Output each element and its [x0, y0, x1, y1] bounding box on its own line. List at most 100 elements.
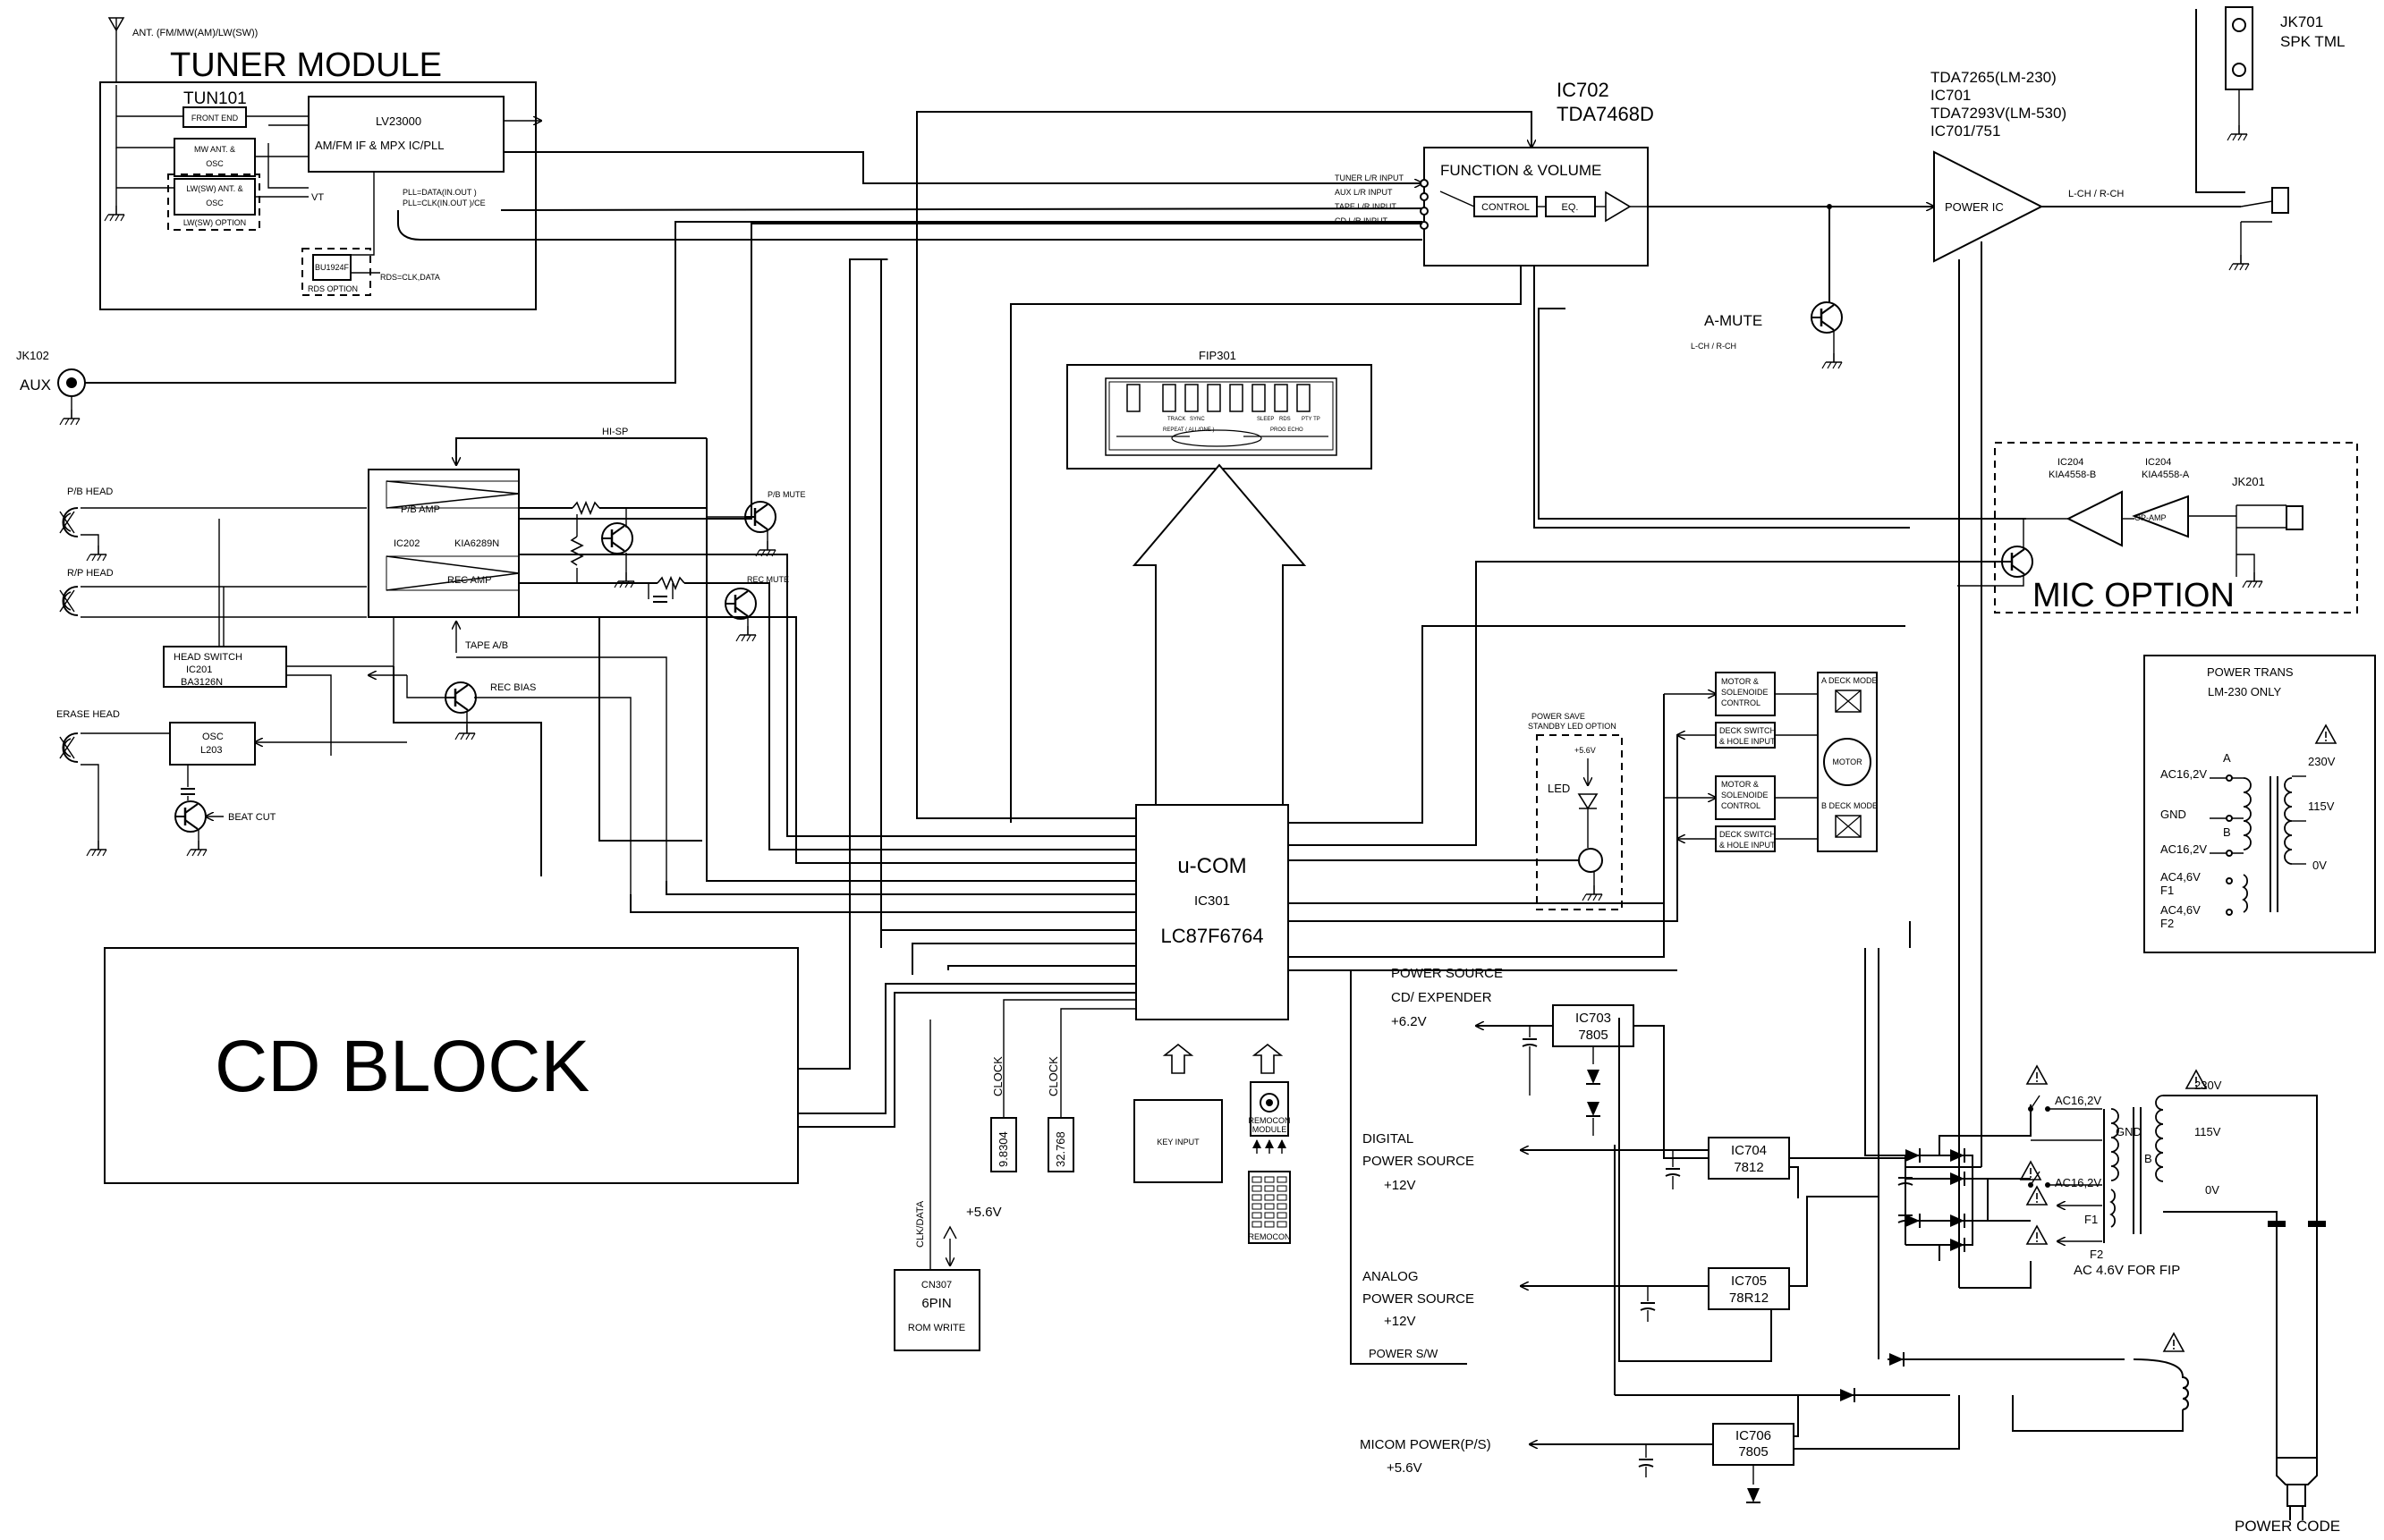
- cd-block-label: CD BLOCK: [215, 1026, 590, 1107]
- fip-display: FIP301 TRACK SYNC SLEEP RDS PTY TP REPEA…: [1066, 349, 1372, 470]
- ps1-sub: CD/ EXPENDER: [1391, 990, 1492, 1005]
- ic201-label: IC201: [186, 664, 212, 675]
- power-trans-title: POWER TRANS: [2207, 665, 2294, 679]
- pwr-115v: 115V: [2194, 1125, 2221, 1138]
- deck-motor2-a: MOTOR &: [1721, 780, 1759, 789]
- fip-seg-sync: SYNC: [1190, 417, 1205, 422]
- cn307-ref: CN307: [921, 1280, 952, 1290]
- fip-seg-sleep: SLEEP: [1257, 417, 1274, 422]
- fip-seg-track: TRACK: [1167, 417, 1185, 422]
- power-code-label: POWER CODE: [2235, 1518, 2340, 1535]
- pb-amp-label: P/B AMP: [401, 504, 440, 515]
- lw-option-label: LW(SW) OPTION: [183, 218, 246, 227]
- tuner-module: ANT. (FM/MW(AM)/LW(SW)) TUNER MODULE TUN…: [99, 17, 541, 310]
- ic703-part: 7805: [1578, 1028, 1608, 1043]
- power-ic: TDA7265(LM-230) IC701 TDA7293V(LM-530) I…: [1930, 69, 2241, 1288]
- power-section: POWER SOURCE CD/ EXPENDER +6.2V IC703 78…: [1350, 948, 2340, 1535]
- power-trans: POWER TRANS LM-230 ONLY A 230V AC16,2V 1…: [2143, 655, 2376, 953]
- kia6289n-label: KIA6289N: [454, 538, 499, 549]
- power-sw-label: POWER S/W: [1369, 1347, 1438, 1360]
- power-ic-ref1: IC701: [1930, 87, 1971, 104]
- mic-ic204b-ref: IC204: [2057, 457, 2083, 468]
- pb-head-label: P/B HEAD: [67, 487, 113, 497]
- antenna-label: ANT. (FM/MW(AM)/LW(SW)): [132, 28, 258, 38]
- tape-ab-label: TAPE A/B: [465, 640, 508, 651]
- analog-label: ANALOG: [1362, 1269, 1419, 1284]
- tuner-module-title: TUNER MODULE: [170, 47, 442, 84]
- analog-ps: POWER SOURCE: [1362, 1291, 1474, 1307]
- trans-ac46-f2: AC4,6V: [2160, 903, 2201, 917]
- remocon-module: REMOCON MODULE REMOCON: [1248, 1043, 1291, 1244]
- mw-osc-label: OSC: [206, 159, 224, 168]
- remote-buttons: [1251, 1176, 1287, 1228]
- cn307-pins: 6PIN: [921, 1296, 951, 1311]
- ic704-part: 7812: [1734, 1160, 1763, 1175]
- remocon-module-label2: MODULE: [1252, 1125, 1287, 1134]
- a-deck-mode: A DECK MODE: [1821, 676, 1878, 685]
- deck-sw1-b: & HOLE INPUT: [1719, 737, 1776, 746]
- ucom: u-COM IC301 LC87F6764: [1135, 804, 1289, 1020]
- vt-label: VT: [311, 192, 324, 203]
- rec-amp-label: REC AMP: [447, 575, 492, 586]
- ic702-input-cd: CD L/R INPUT: [1335, 216, 1388, 225]
- trans-230v: 230V: [2308, 755, 2336, 768]
- key-input: KEY INPUT: [1133, 1043, 1223, 1183]
- control-label: CONTROL: [1481, 202, 1530, 213]
- ic702-title: FUNCTION & VOLUME: [1440, 162, 1601, 179]
- cn307-v: +5.6V: [966, 1205, 1002, 1220]
- pb-mute-label: P/B MUTE: [768, 490, 806, 499]
- ucom-ref: IC301: [1194, 893, 1230, 909]
- remocon-module-label1: REMOCON: [1249, 1116, 1291, 1125]
- fip301-label: FIP301: [1199, 349, 1236, 362]
- ic705-part: 78R12: [1729, 1290, 1769, 1306]
- op-amp-label: OP-AMP: [2134, 513, 2167, 522]
- standby-line1: POWER SAVE: [1531, 712, 1585, 721]
- deck-motor1-a: MOTOR &: [1721, 677, 1759, 686]
- osc-label: OSC: [202, 732, 224, 742]
- deck-sw2-b: & HOLE INPUT: [1719, 841, 1776, 850]
- fip-sub2: PROG ECHO: [1270, 427, 1303, 433]
- deck-control: MOTOR & SOLENOIDE CONTROL DECK SWITCH & …: [1664, 672, 1878, 852]
- tun101-label: TUN101: [183, 89, 247, 108]
- mic-kia-b: KIA4558-B: [2049, 470, 2096, 480]
- ac46-fip-label: AC 4.6V FOR FIP: [2074, 1263, 2180, 1278]
- digital-ps: POWER SOURCE: [1362, 1154, 1474, 1169]
- motor-label: MOTOR: [1832, 757, 1862, 766]
- pwr-f2: F2: [2090, 1248, 2103, 1261]
- fip-arrow: [1132, 463, 1307, 805]
- key-input-label: KEY INPUT: [1157, 1138, 1200, 1147]
- cn307: CLK/DATA +5.6V CN307 6PIN ROM WRITE: [894, 1020, 1002, 1351]
- ucom-part: LC87F6764: [1161, 925, 1264, 947]
- ps1-v: +6.2V: [1391, 1014, 1427, 1029]
- analog-v: +12V: [1384, 1314, 1415, 1329]
- ba3126n-label: BA3126N: [181, 677, 223, 688]
- pwr-0v: 0V: [2205, 1183, 2219, 1197]
- digital-label: DIGITAL: [1362, 1131, 1413, 1147]
- standby-line2: STANDBY LED OPTION: [1528, 722, 1616, 731]
- lv23000-desc: AM/FM IF & MPX IC/PLL: [315, 139, 444, 152]
- l203-label: L203: [200, 745, 222, 756]
- erase-head-label: ERASE HEAD: [56, 709, 120, 720]
- cn307-clk-label: CLK/DATA: [915, 1200, 926, 1248]
- fip-seg-pty: PTY TP: [1302, 417, 1320, 422]
- power-ic-label: POWER IC: [1945, 200, 2004, 214]
- ic706-part: 7805: [1738, 1444, 1768, 1460]
- speaker-terminal: JK701 SPK TML: [2195, 6, 2345, 271]
- power-ic-output: L-CH / R-CH: [2068, 189, 2124, 199]
- lv23000-label: LV23000: [376, 114, 421, 128]
- a-mute-sub: L-CH / R-CH: [1691, 342, 1736, 351]
- tape-section: HI-SP P/B AMP IC202 KIA6289N REC AMP P/B…: [56, 427, 806, 894]
- pwr-ac16a: AC16,2V: [2055, 1094, 2101, 1107]
- jk201-label: JK201: [2232, 475, 2265, 488]
- ic702-input-aux: AUX L/R INPUT: [1335, 188, 1393, 197]
- a-mute: A-MUTE L-CH / R-CH: [1691, 300, 1844, 369]
- ic702-input-tuner: TUNER L/R INPUT: [1335, 173, 1404, 182]
- power-ic-ref2: IC701/751: [1930, 123, 2000, 140]
- power-ic-part1: TDA7265(LM-230): [1930, 69, 2057, 86]
- front-end-label: FRONT END: [191, 114, 239, 123]
- deck-motor2-b: SOLENOIDE: [1721, 791, 1769, 800]
- lw-osc-label: OSC: [206, 199, 224, 207]
- cd-block: CD BLOCK: [104, 947, 799, 1184]
- pll-data-label: PLL=DATA(IN.OUT ): [403, 188, 477, 197]
- remocon-label: REMOCON: [1249, 1232, 1291, 1241]
